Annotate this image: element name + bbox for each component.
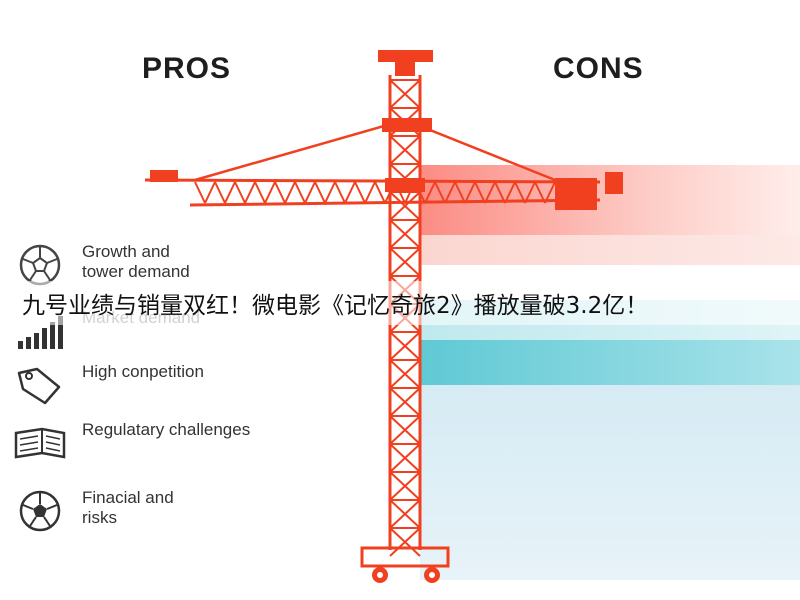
- cons-heading: CONS: [553, 52, 644, 85]
- cons-pink-band: [420, 235, 800, 265]
- soccer-ball-icon: [10, 488, 70, 534]
- item-regulatory: Regulatary challenges: [10, 420, 272, 466]
- item-competition-label: High conpetition: [82, 362, 204, 381]
- cons-cyan-band: [420, 340, 800, 385]
- item-financial-label: Finacial and risks: [82, 488, 174, 527]
- books-icon: [10, 420, 70, 466]
- cons-blue-band: [420, 385, 800, 580]
- price-tag-icon: [10, 362, 70, 408]
- bar-chart-icon: [10, 308, 70, 354]
- item-regulatory-label: Regulatary challenges: [82, 420, 251, 439]
- item-financial: Finacial and risks: [10, 488, 272, 534]
- pros-heading: PROS: [142, 52, 232, 85]
- headline-text: 九号业绩与销量双红！微电影《记忆奇旅2》播放量破3.2亿！: [22, 293, 649, 319]
- item-growth-label: Growth and tower demand: [82, 242, 190, 281]
- headline-banner: [0, 281, 800, 325]
- item-competition: High conpetition: [10, 362, 272, 408]
- item-growth: Growth and tower demand: [10, 242, 272, 288]
